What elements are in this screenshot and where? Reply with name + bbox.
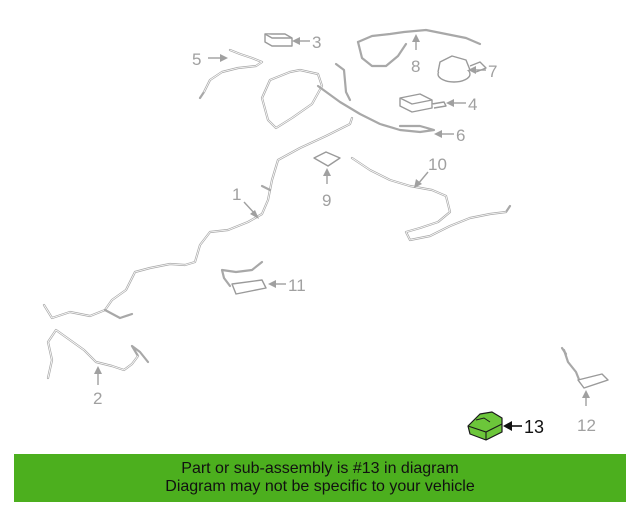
callout-12: 12 [577,390,596,435]
part-7-sensor[interactable] [437,55,487,83]
part-2-harness[interactable] [46,328,150,380]
part-8-harness[interactable] [356,28,482,68]
part-5-lead[interactable] [198,48,264,100]
part-10-harness[interactable] [350,156,512,242]
callout-1: 1 [232,185,259,219]
highlight-banner: Part or sub-assembly is #13 in diagram D… [14,454,626,502]
callout-4: 4 [446,95,477,114]
callout-13: 13 [503,417,544,437]
callout-label-3: 3 [312,33,321,52]
part-1-main-harness[interactable] [42,116,354,320]
callout-label-8: 8 [411,57,420,76]
parts-diagram: 1 2 3 4 5 6 7 8 9 10 [42,28,609,441]
part-13-highlighted-module[interactable] [467,411,503,441]
banner-line-part: Part or sub-assembly is #13 in diagram [181,460,459,477]
callout-label-9: 9 [322,191,331,210]
callout-6: 6 [434,126,465,145]
part-4-module[interactable] [399,93,447,113]
callout-2: 2 [93,366,102,408]
part-9-bracket[interactable] [313,151,341,167]
callout-5: 5 [192,50,228,69]
callout-7: 7 [468,62,497,81]
callout-label-6: 6 [456,126,465,145]
callout-label-7: 7 [488,62,497,81]
callout-label-11: 11 [288,276,306,295]
callout-label-10: 10 [428,155,447,174]
part-3-module[interactable] [264,33,293,47]
banner-line-disclaimer: Diagram may not be specific to your vehi… [165,478,475,495]
callout-label-13: 13 [524,417,544,437]
part-11-sensor[interactable] [220,260,267,295]
callout-11: 11 [268,276,306,295]
callout-label-12: 12 [577,416,596,435]
part-12-sensor[interactable] [560,346,609,389]
callout-label-1: 1 [232,185,241,204]
callout-3: 3 [292,33,321,52]
callout-10: 10 [414,155,447,188]
callout-9: 9 [322,168,331,210]
part-6-harness[interactable] [260,62,436,134]
callout-label-4: 4 [468,95,477,114]
callout-label-5: 5 [192,50,201,69]
callout-label-2: 2 [93,389,102,408]
callout-8: 8 [411,34,420,76]
